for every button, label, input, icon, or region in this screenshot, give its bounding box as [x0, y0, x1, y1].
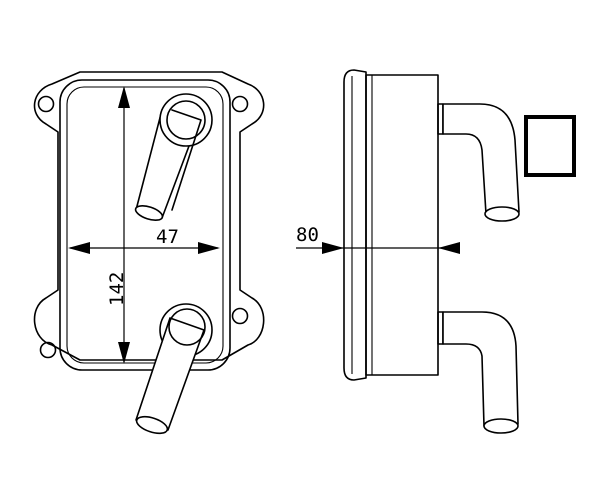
- front-view: 47 142: [33, 71, 265, 435]
- mounting-hole-top-left: [37, 95, 55, 113]
- top-port-boss: [159, 93, 213, 147]
- top-port: [134, 93, 213, 221]
- bottom-port: [135, 303, 213, 435]
- side-flange: [343, 69, 367, 381]
- bottom-port-opening: [168, 308, 206, 346]
- cooler-body-outer: [59, 79, 231, 371]
- top-pipe-end: [134, 205, 164, 221]
- height-dimension: [118, 86, 130, 364]
- upper-elbow-pipe: [442, 103, 520, 215]
- flange-outline: [33, 71, 265, 361]
- top-pipe-edge: [171, 109, 202, 211]
- top-port-opening: [166, 100, 206, 140]
- mounting-hole-bottom-left: [39, 341, 57, 359]
- bottom-pipe-end: [135, 415, 169, 435]
- mounting-hole-top-right: [231, 95, 249, 113]
- depth-label: 80: [296, 224, 319, 246]
- square-icon: [524, 115, 576, 177]
- cooler-body-inner: [66, 86, 224, 364]
- depth-dimension: [296, 242, 460, 254]
- upper-pipe-end: [484, 206, 520, 222]
- width-label: 47: [156, 226, 179, 248]
- lower-elbow-pipe: [442, 311, 519, 427]
- width-dimension: [68, 242, 220, 254]
- side-view: 80: [296, 69, 576, 434]
- mounting-hole-bottom-right: [231, 307, 249, 325]
- height-label: 142: [106, 272, 128, 306]
- side-body: [365, 74, 439, 376]
- lower-pipe-end: [483, 418, 519, 434]
